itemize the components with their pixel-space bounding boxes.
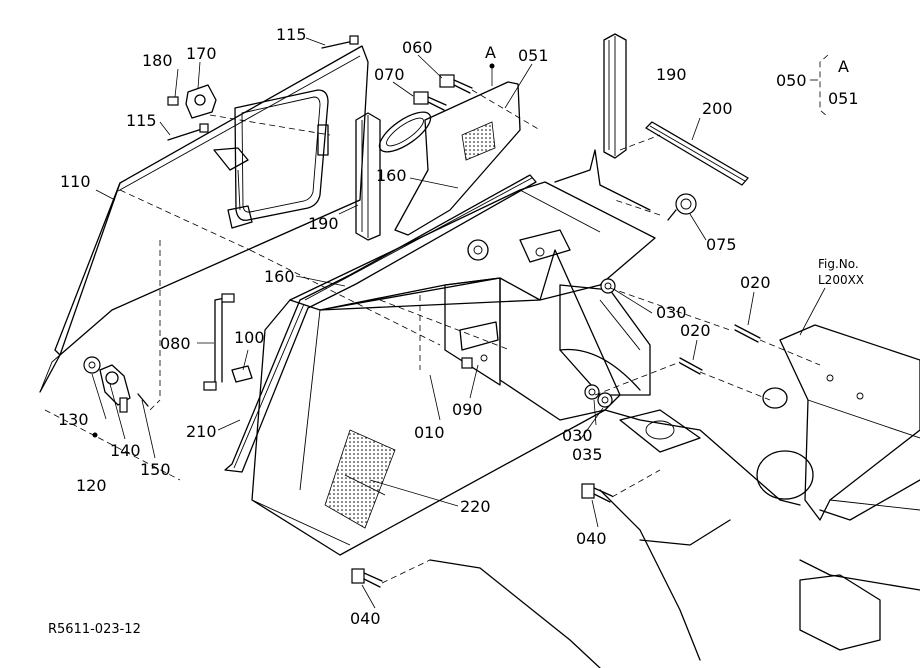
- bolt-115-left: [167, 123, 209, 141]
- callout-075: 075: [706, 235, 737, 254]
- callout-180: 180: [142, 51, 173, 70]
- callout-020-lower: 020: [680, 321, 711, 340]
- dashed-guides: [44, 89, 821, 584]
- window-frame: [213, 89, 329, 229]
- callout-060: 060: [402, 38, 433, 57]
- callout-160-top: 160: [376, 166, 407, 185]
- callout-020-upper: 020: [740, 273, 771, 292]
- callout-010: 010: [414, 423, 445, 442]
- callout-220: 220: [460, 497, 491, 516]
- callout-040-bottom: 040: [350, 609, 381, 628]
- bracket-090: [459, 321, 499, 369]
- panel-220: [324, 429, 396, 529]
- callout-190-left: 190: [308, 214, 339, 233]
- chassis-frame: [429, 324, 920, 668]
- legend-a-label: A: [838, 57, 849, 76]
- stud-020-lower: [679, 357, 703, 375]
- callout-a: A: [485, 43, 496, 62]
- legend-050-label: 050: [776, 71, 807, 90]
- legend-051-label: 051: [828, 89, 859, 108]
- fig-ref-line1: Fig.No.: [818, 257, 859, 271]
- side-panel-110: [39, 45, 369, 393]
- callout-070: 070: [374, 65, 405, 84]
- callout-115-top: 115: [276, 25, 307, 44]
- washer-030-lower: [584, 384, 600, 400]
- fig-reference: Fig.No. L200XX: [799, 257, 864, 336]
- stud-020-upper: [734, 324, 761, 343]
- callout-160-mid: 160: [264, 267, 295, 286]
- callout-030-upper: 030: [656, 303, 687, 322]
- washer-035: [597, 392, 613, 408]
- callout-040-right: 040: [576, 529, 607, 548]
- bolt-040-bottom: [351, 568, 383, 588]
- gauge-075: [667, 193, 697, 221]
- fig-ref-line2: L200XX: [818, 273, 864, 287]
- callout-190-top: 190: [656, 65, 687, 84]
- channel-190-right: [603, 33, 627, 159]
- washer-030-upper: [600, 278, 616, 294]
- lock-assembly-120: [83, 356, 149, 438]
- legend-050: 050 A 051: [776, 54, 859, 118]
- callout-051: 051: [518, 46, 549, 65]
- callout-035: 035: [572, 445, 603, 464]
- callout-080: 080: [160, 334, 191, 353]
- callout-130: 130: [58, 410, 89, 429]
- bolt-115-top: [321, 35, 359, 49]
- callout-100: 100: [234, 328, 265, 347]
- callout-150: 150: [140, 460, 171, 479]
- bolt-060: [439, 74, 473, 94]
- main-frame-010: [251, 249, 651, 556]
- clip-100: [231, 365, 253, 383]
- latch-170: [185, 84, 217, 119]
- bolt-040-right: [581, 483, 613, 503]
- rod-080: [203, 293, 235, 391]
- callout-140: 140: [110, 441, 141, 460]
- screw-180: [167, 96, 179, 106]
- callout-030-lower: 030: [562, 426, 593, 445]
- strip-200: [645, 121, 749, 186]
- leader-lines: [91, 37, 755, 609]
- callout-110: 110: [60, 172, 91, 191]
- bolt-070: [413, 91, 447, 111]
- diagram-code: R5611-023-12: [48, 622, 141, 637]
- channel-190-left: [355, 112, 381, 241]
- callout-120: 120: [76, 476, 107, 495]
- callout-170: 170: [186, 44, 217, 63]
- plate-051: [394, 63, 521, 236]
- callout-115-left: 115: [126, 111, 157, 130]
- trim-strip-210: [224, 174, 537, 473]
- callout-labels: 115 180 170 115 110 060 070 A 051 190 20…: [58, 25, 771, 628]
- callout-200: 200: [702, 99, 733, 118]
- callout-210: 210: [186, 422, 217, 441]
- callout-090: 090: [452, 400, 483, 419]
